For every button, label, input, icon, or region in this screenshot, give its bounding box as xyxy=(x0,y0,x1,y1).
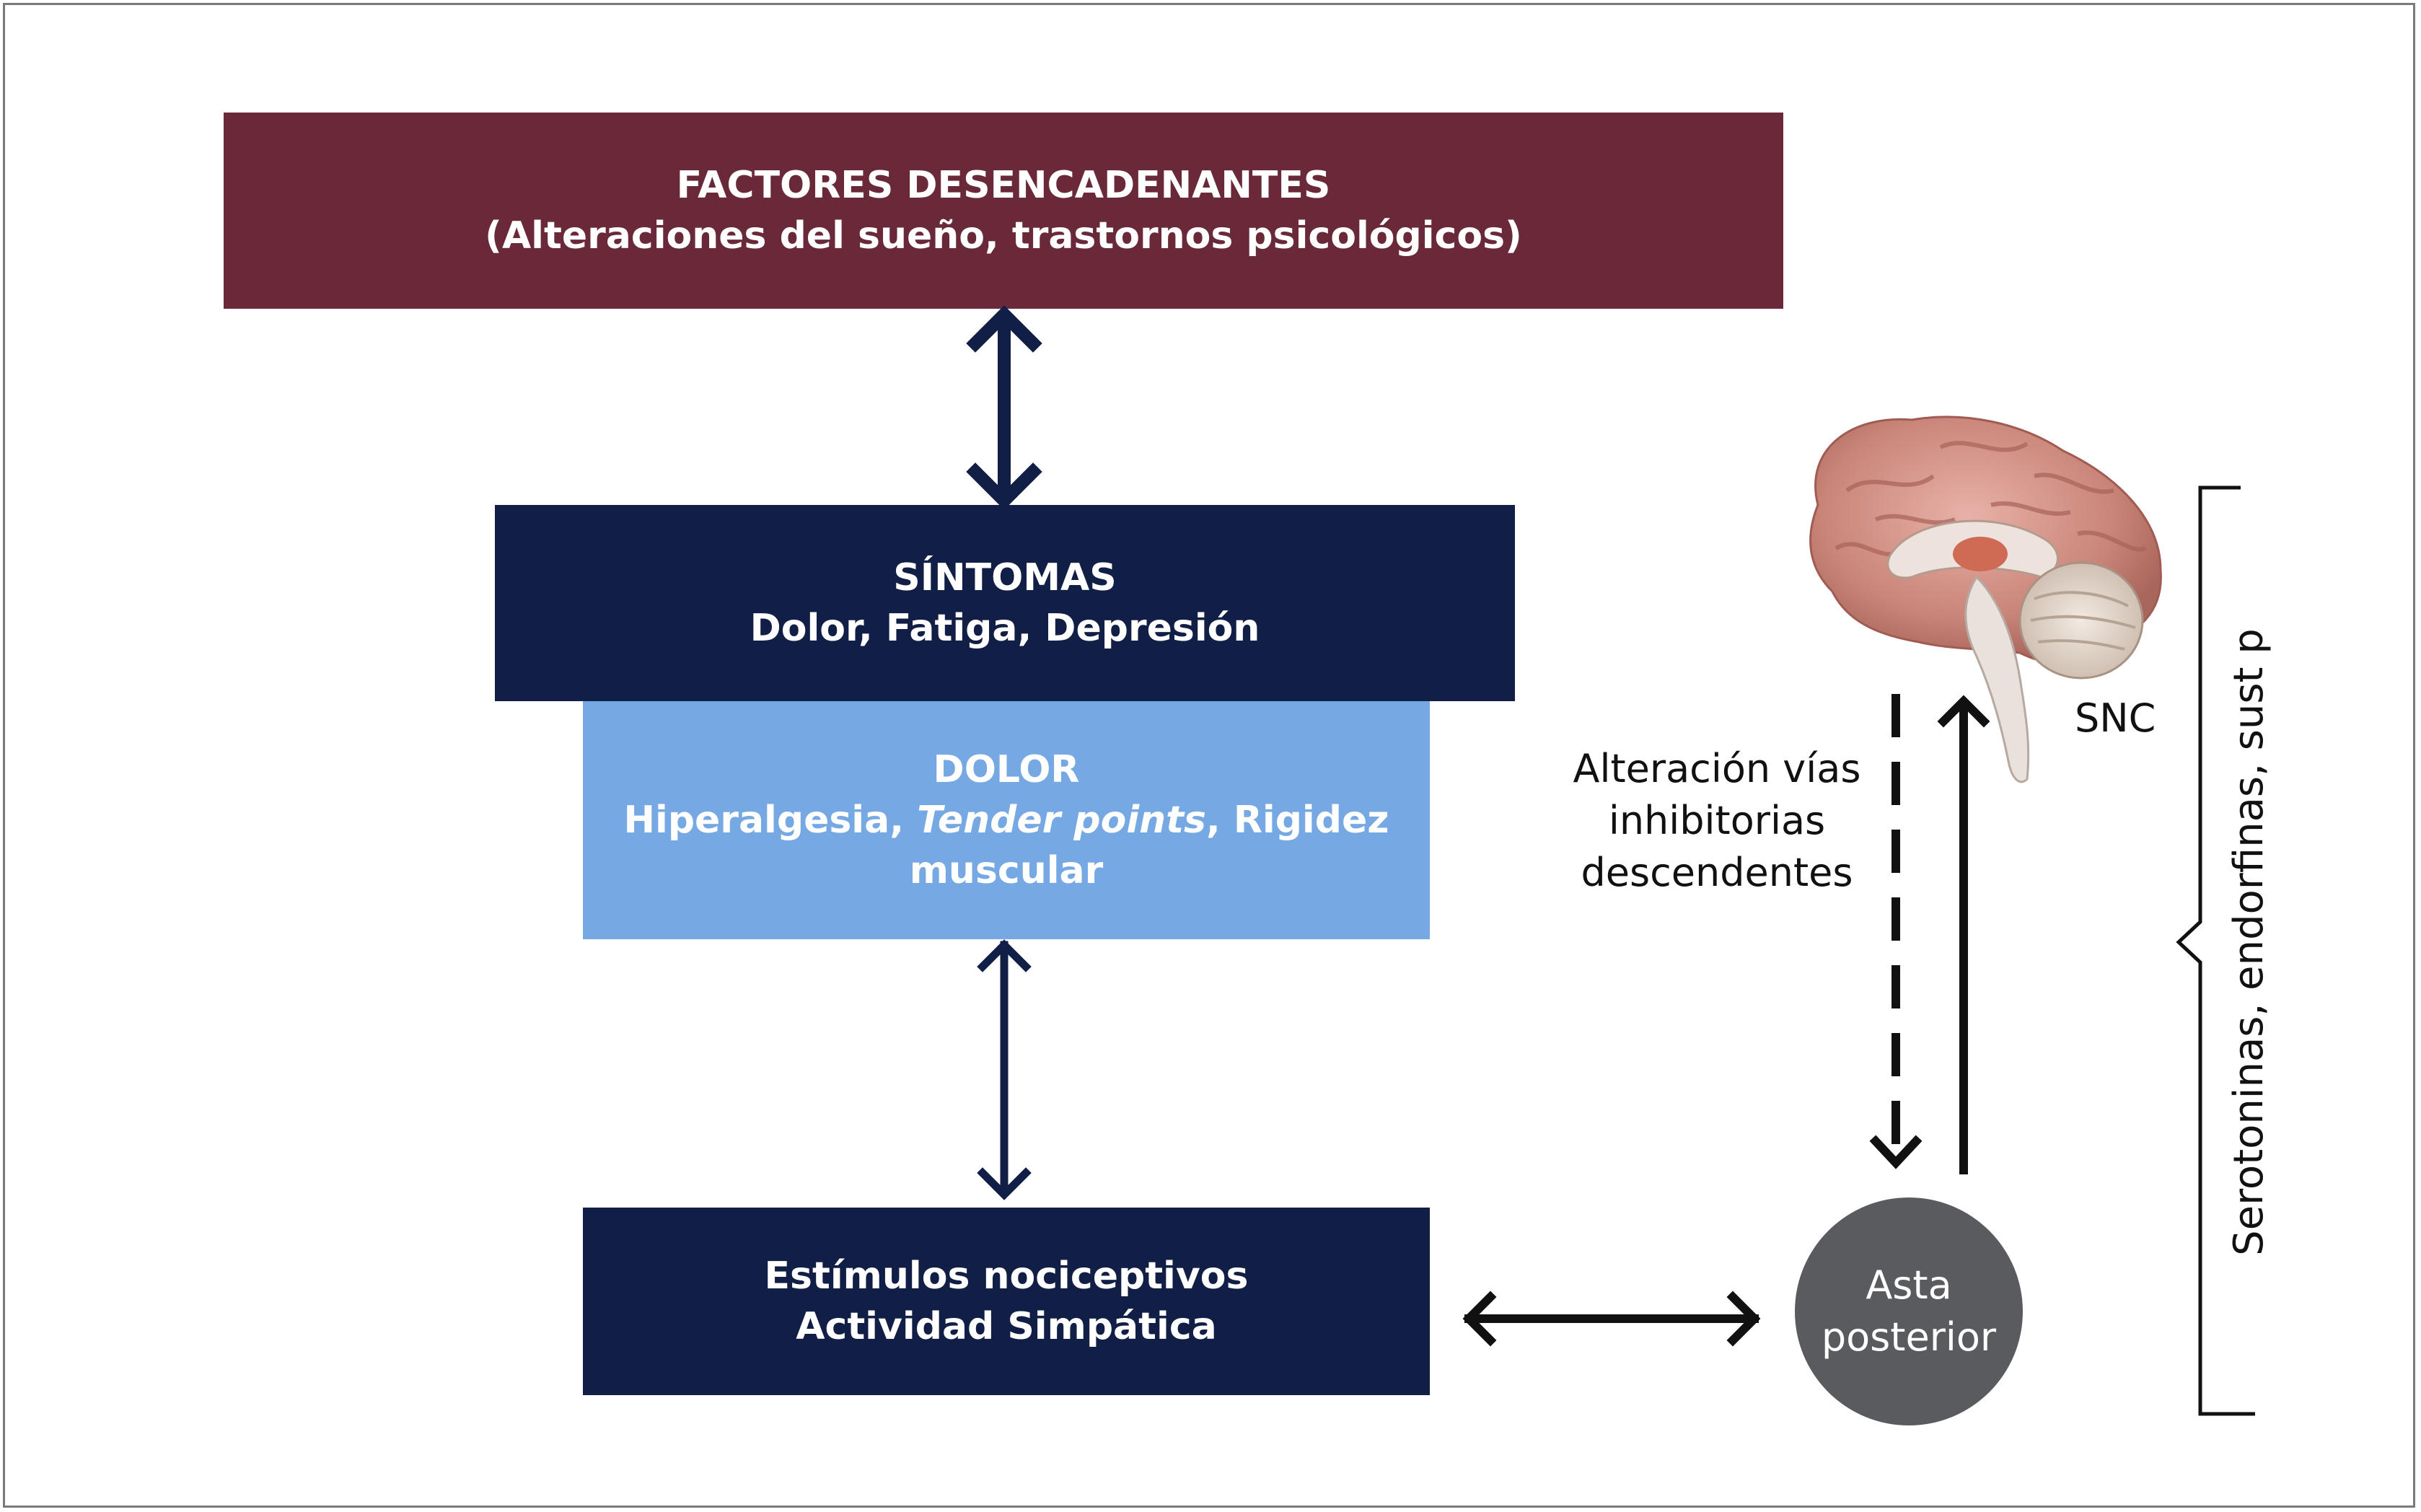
estimulos-line-1: Estímulos nociceptivos xyxy=(764,1254,1249,1298)
diagram-frame xyxy=(3,3,2415,1508)
arrow-factores-sintomas xyxy=(966,305,1042,510)
bracket xyxy=(2176,485,2255,1416)
estimulos-box: Estímulos nociceptivos Actividad Simpáti… xyxy=(583,1208,1430,1395)
dolor-line-1a: Hiperalgesia, xyxy=(623,799,918,842)
factores-title: FACTORES DESENCADENANTES xyxy=(676,164,1331,207)
alteracion-line-3: descendentes xyxy=(1581,850,1853,895)
factores-desencadenantes-box: FACTORES DESENCADENANTES (Alteraciones d… xyxy=(224,113,1783,309)
factores-subtitle: (Alteraciones del sueño, trastornos psic… xyxy=(485,214,1522,258)
dolor-line-2: muscular xyxy=(909,849,1104,892)
alteracion-label: Alteración vías inhibitorias descendente… xyxy=(1529,743,1904,899)
dolor-line-1: Hiperalgesia, Tender points, Rigidez xyxy=(623,795,1389,845)
arrow-estimulos-asta xyxy=(1462,1291,1761,1347)
brain-icon xyxy=(1809,416,2162,783)
arrow-dolor-estimulos xyxy=(977,939,1032,1200)
asta-line-1: Asta xyxy=(1866,1262,1952,1308)
sintomas-title: SÍNTOMAS xyxy=(893,556,1117,599)
asta-posterior-node: Asta posterior xyxy=(1795,1197,2023,1425)
alteracion-line-1: Alteración vías xyxy=(1573,746,1861,791)
dolor-title: DOLOR xyxy=(933,748,1080,791)
dolor-tender-points: Tender points xyxy=(917,799,1206,842)
sintomas-box: SÍNTOMAS Dolor, Fatiga, Depresión xyxy=(495,505,1515,701)
dolor-box: DOLOR Hiperalgesia, Tender points, Rigid… xyxy=(583,701,1430,939)
arrow-descending-dashed xyxy=(1869,694,1923,1169)
snc-label: SNC xyxy=(2075,695,2156,741)
dolor-line-1c: , Rigidez xyxy=(1205,799,1389,842)
arrow-ascending xyxy=(1937,695,1990,1174)
alteracion-line-2: inhibitorias xyxy=(1608,798,1826,843)
estimulos-line-2: Actividad Simpática xyxy=(796,1305,1217,1348)
sintomas-subtitle: Dolor, Fatiga, Depresión xyxy=(750,607,1260,650)
asta-line-2: posterior xyxy=(1821,1314,1997,1360)
